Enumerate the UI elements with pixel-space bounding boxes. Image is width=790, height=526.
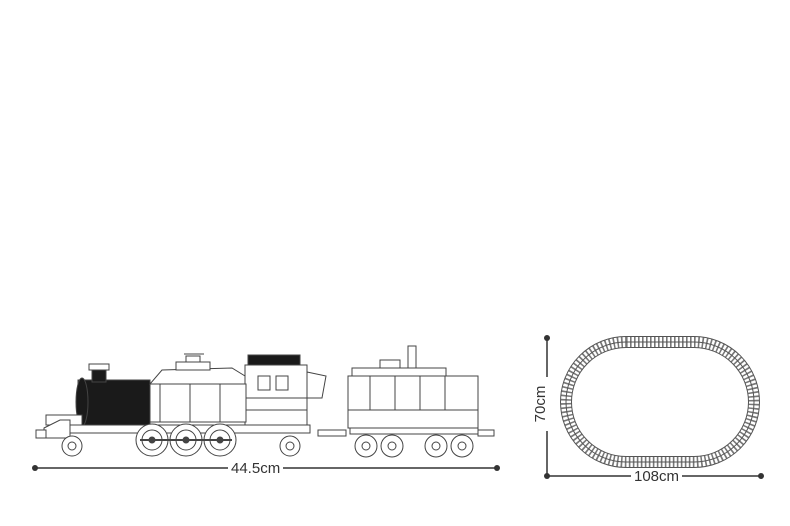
track-height-label: 70cm bbox=[532, 377, 549, 431]
train-length-label: 44.5cm bbox=[228, 461, 284, 477]
tender-car-illustration bbox=[347, 345, 495, 458]
steam-locomotive-illustration bbox=[35, 353, 347, 457]
oval-track-illustration bbox=[560, 336, 760, 468]
track-width-label: 108cm bbox=[631, 469, 683, 485]
